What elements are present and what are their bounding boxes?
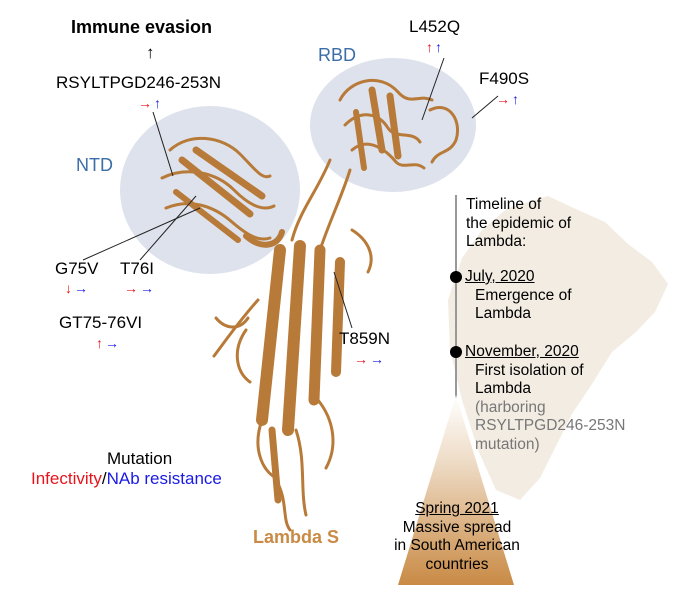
timeline-event-july: July, 2020 Emergence of Lambda — [465, 268, 572, 324]
timeline-title-line: the epidemic of — [466, 214, 572, 232]
final-date: Spring 2021 — [415, 500, 499, 517]
effect-f490s: →↑ — [496, 92, 521, 106]
domain-label-ntd: NTD — [76, 155, 113, 175]
legend-separator: / — [101, 469, 107, 488]
event-note: RSYLTPGD246-253N — [475, 417, 626, 435]
nab-arrow-icon: ↑ — [435, 39, 444, 55]
south-america-map — [448, 196, 668, 500]
final-line: Massive spread — [402, 518, 512, 536]
infectivity-arrow-icon: ↓ — [65, 280, 74, 296]
effect-t859n: →→ — [354, 352, 386, 366]
nab-arrow-icon: → — [74, 280, 90, 296]
event-date: November, 2020 — [465, 343, 579, 360]
event-date: July, 2020 — [465, 268, 535, 285]
infectivity-arrow-icon: → — [124, 280, 140, 296]
effect-gt75-76vi: ↑→ — [96, 336, 121, 350]
timeline-title: Timeline of the epidemic of Lambda: — [466, 196, 571, 252]
timeline-title-line: Timeline of — [466, 196, 542, 213]
legend-keys: Infectivity/NAb resistance — [31, 470, 222, 487]
infectivity-arrow-icon: → — [138, 95, 154, 111]
infectivity-arrow-icon: → — [354, 351, 370, 367]
spread-cone — [398, 395, 514, 585]
event-line: First isolation of — [475, 361, 584, 379]
infectivity-arrow-icon: ↑ — [426, 39, 435, 55]
event-line: Lambda — [475, 305, 532, 323]
label-t859n: T859N — [339, 329, 391, 348]
lambda-spike-structure — [160, 79, 459, 532]
nab-arrow-icon: → — [140, 280, 156, 296]
protein-label: Lambda S — [253, 527, 340, 547]
timeline-final: Spring 2021 Massive spread in South Amer… — [382, 500, 532, 574]
effect-g75v: ↓→ — [65, 281, 90, 295]
timeline-dot-july — [450, 271, 462, 283]
legend-infectivity: Infectivity — [31, 469, 102, 488]
leader-lines — [82, 57, 499, 329]
label-rsyltpgd: RSYLTPGD246-253N — [56, 73, 222, 92]
label-t76i: T76I — [120, 259, 155, 278]
label-gt75-76vi: GT75-76VI — [59, 313, 143, 332]
up-arrow-icon: ↑ — [146, 43, 155, 62]
effect-l452q: ↑↑ — [426, 40, 444, 54]
final-line: countries — [425, 555, 489, 573]
infectivity-arrow-icon: ↑ — [96, 335, 105, 351]
label-l452q: L452Q — [409, 17, 461, 36]
ntd-region — [120, 106, 300, 274]
event-note: mutation) — [475, 435, 540, 453]
infectivity-arrow-icon: → — [496, 91, 512, 107]
effect-rsyltpgd: →↑ — [138, 96, 163, 110]
timeline-event-november: November, 2020 First isolation of Lambda… — [465, 343, 625, 455]
nab-arrow-icon: ↑ — [512, 91, 521, 107]
nab-arrow-icon: → — [370, 351, 386, 367]
event-line: Lambda — [475, 380, 532, 398]
nab-arrow-icon: → — [105, 335, 121, 351]
timeline-title-line: Lambda: — [466, 233, 527, 251]
label-f490s: F490S — [479, 69, 530, 88]
legend-title: Mutation — [107, 449, 173, 468]
label-g75v: G75V — [55, 259, 99, 278]
final-line: in South American — [394, 537, 520, 555]
event-note: (harboring — [475, 398, 546, 416]
domain-label-rbd: RBD — [318, 45, 357, 65]
event-line: Emergence of — [475, 286, 572, 304]
legend-nab-resistance: NAb resistance — [106, 469, 222, 488]
nab-arrow-icon: ↑ — [154, 95, 163, 111]
heading: Immune evasion — [71, 17, 213, 37]
effect-t76i: →→ — [124, 281, 156, 295]
timeline-dot-november — [450, 346, 462, 358]
